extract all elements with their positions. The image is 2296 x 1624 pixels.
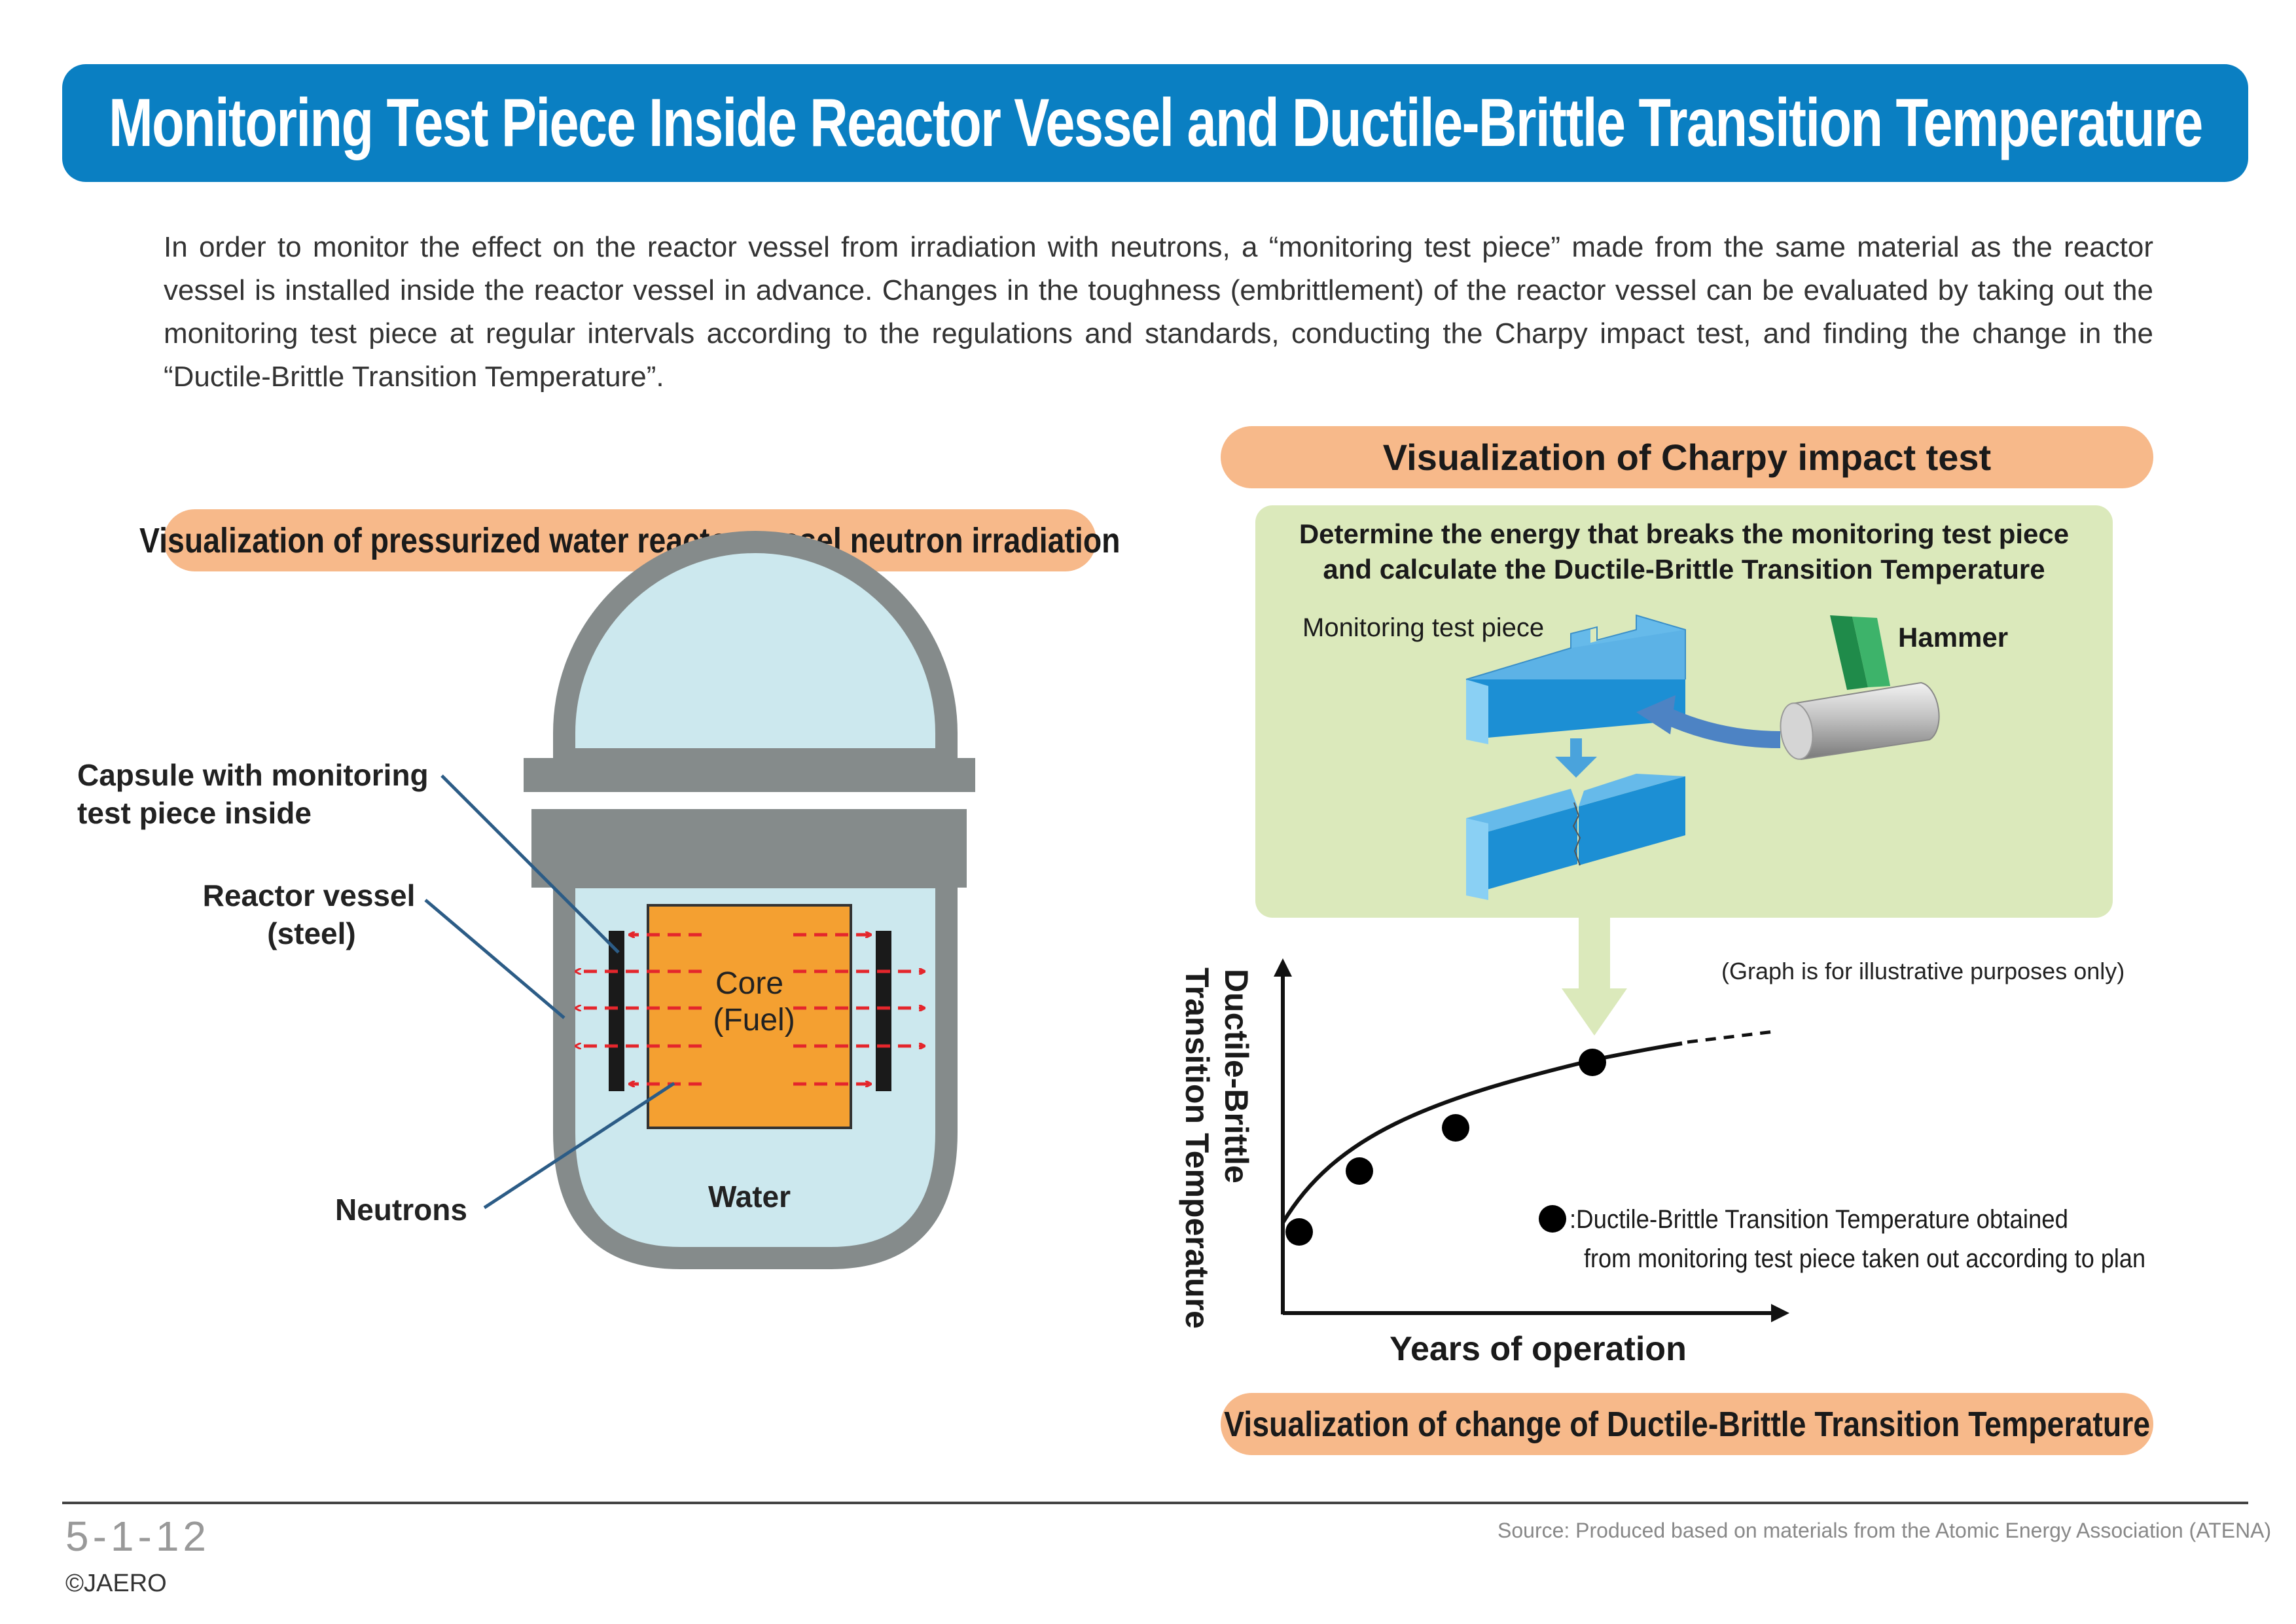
y-axis-label-line2: Transition Temperature	[1179, 967, 1215, 1329]
legend-line1: :Ductile-Brittle Transition Temperature …	[1570, 1205, 2068, 1234]
neutrons-label: Neutrons	[335, 1193, 467, 1227]
core-label-line2: (Fuel)	[713, 1003, 795, 1038]
vessel-flange-bottom	[531, 809, 967, 888]
hammer-icon	[1780, 615, 1940, 761]
dbtt-point-2	[1346, 1157, 1373, 1185]
reactor-vessel-diagram: Core (Fuel) Water Capsule with monitorin…	[77, 531, 975, 1269]
panel-to-graph-arrow	[1562, 918, 1627, 1036]
illustrative-note: (Graph is for illustrative purposes only…	[1721, 958, 2125, 984]
trend-curve-projection	[1687, 1030, 1774, 1044]
capsule-right	[876, 931, 891, 1091]
capsule-label-line1: Capsule with monitoring	[77, 758, 429, 792]
x-axis-label: Years of operation	[1390, 1330, 1687, 1368]
trend-curve	[1281, 1041, 1683, 1224]
hammer-label: Hammer	[1898, 622, 2008, 653]
vessel-flange-top	[524, 758, 975, 792]
charpy-desc-line2: and calculate the Ductile-Brittle Transi…	[1323, 554, 2045, 585]
dbtt-point-4	[1579, 1049, 1606, 1076]
capsule-left	[609, 931, 624, 1091]
legend-line2: from monitoring test piece taken out acc…	[1584, 1244, 2145, 1273]
page-number: 5-1-12	[65, 1513, 210, 1560]
test-piece-label: Monitoring test piece	[1302, 613, 1544, 642]
swing-arrow-icon	[1636, 695, 1781, 748]
graph-section-heading: Visualization of change of Ductile-Britt…	[1221, 1393, 2153, 1455]
test-piece-intact	[1465, 614, 1686, 744]
vessel-label-line1: Reactor vessel	[203, 878, 416, 912]
core-label-line1: Core	[715, 966, 783, 1001]
dbtt-graph: Ductile-Brittle Transition Temperature Y…	[1179, 958, 2145, 1368]
down-arrow-icon	[1555, 738, 1597, 778]
vessel-label-line2: (steel)	[267, 916, 355, 950]
footer-divider	[62, 1502, 2248, 1504]
title-bar: Monitoring Test Piece Inside Reactor Ves…	[62, 64, 2248, 182]
neutron-arrows-right	[793, 935, 924, 1084]
dbtt-point-1	[1285, 1218, 1313, 1246]
source-credit: Source: Produced based on materials from…	[1498, 1519, 2272, 1542]
water-label: Water	[708, 1180, 791, 1214]
charpy-section-heading: Visualization of Charpy impact test	[1221, 426, 2153, 488]
legend-marker	[1539, 1205, 1566, 1233]
neutron-arrows-left	[576, 935, 702, 1084]
capsule-label-line2: test piece inside	[77, 796, 312, 830]
intro-paragraph: In order to monitor the effect on the re…	[164, 231, 2153, 393]
dbtt-point-3	[1442, 1114, 1469, 1142]
reactor-core	[647, 904, 852, 1129]
charpy-desc-line1: Determine the energy that breaks the mon…	[1299, 518, 2069, 549]
page-title: Monitoring Test Piece Inside Reactor Ves…	[108, 84, 2203, 161]
charpy-test-panel: Determine the energy that breaks the mon…	[1255, 505, 2113, 1036]
vessel-dome	[553, 531, 958, 770]
y-axis-label-line1: Ductile-Brittle	[1218, 969, 1255, 1183]
reactor-section-heading: Visualization of pressurized water react…	[139, 509, 1121, 571]
leader-lines	[424, 774, 675, 1210]
test-piece-broken	[1466, 774, 1685, 900]
copyright: ©JAERO	[65, 1570, 167, 1597]
